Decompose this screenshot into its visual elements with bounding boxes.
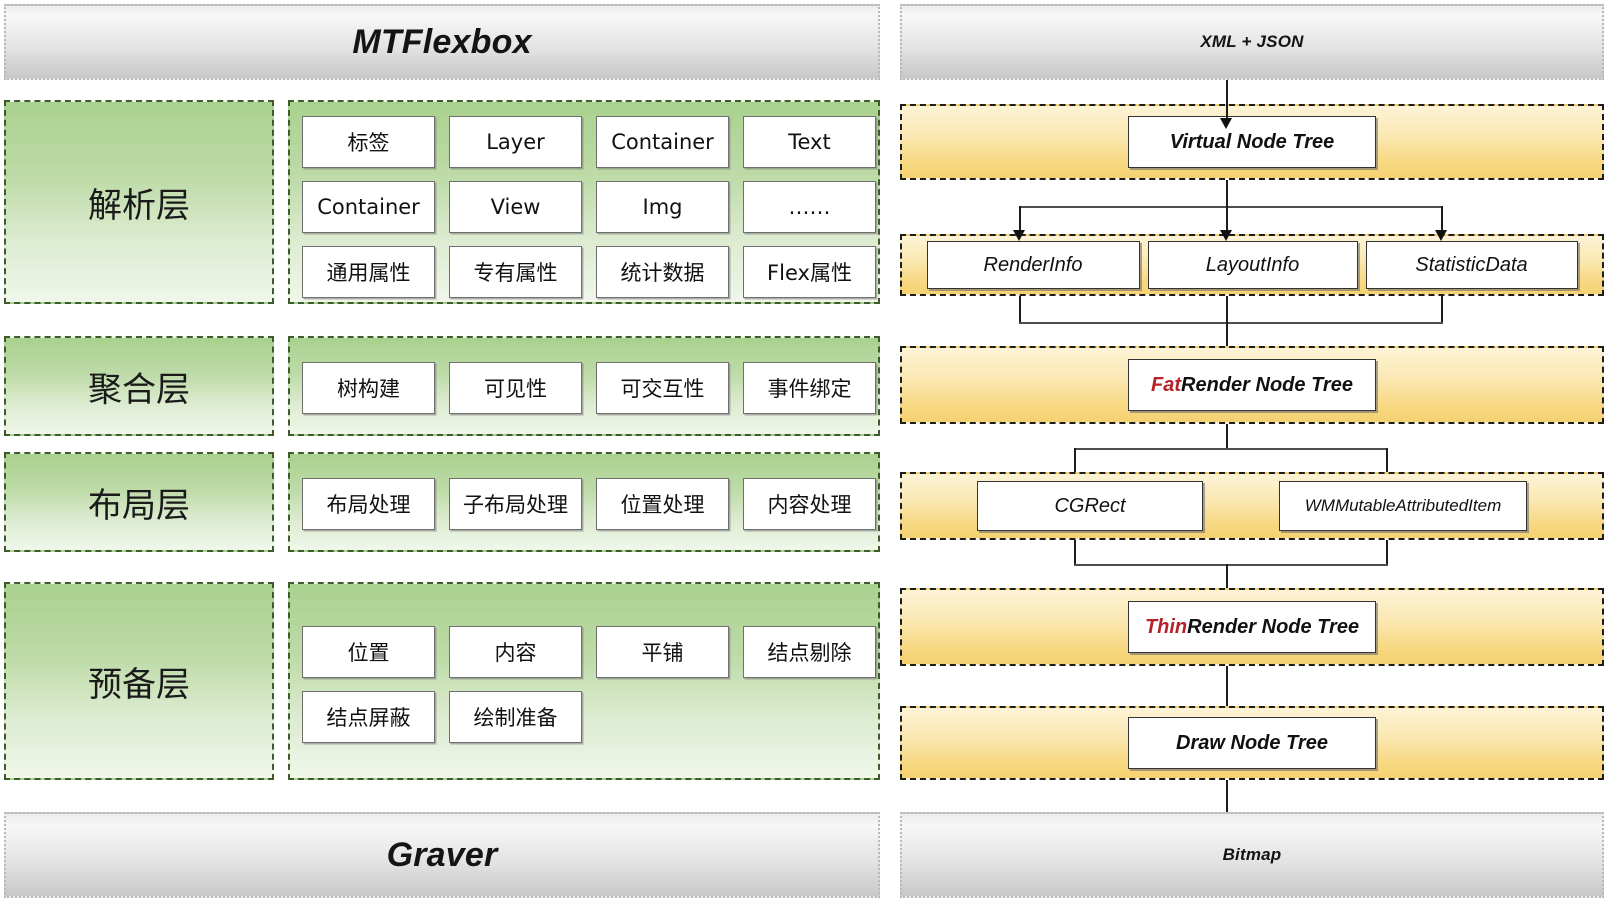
node-box-fat-render-node-tree[interactable]: Fat Render Node Tree <box>1128 359 1376 411</box>
stage-band-info-triple: RenderInfo LayoutInfo StatisticData <box>900 234 1604 296</box>
stage-band-virtual-node-tree: Virtual Node Tree <box>900 104 1604 180</box>
grid-cell[interactable]: Container <box>302 181 435 233</box>
grid-cell[interactable]: Flex属性 <box>743 246 876 298</box>
left-footer-title: Graver <box>386 835 498 874</box>
layer-label-layout: 布局层 <box>4 452 274 552</box>
node-box-label: Render Node Tree <box>1187 615 1360 638</box>
grid-cell[interactable]: 结点屏蔽 <box>302 691 435 743</box>
node-box-accent: Fat <box>1151 373 1182 396</box>
grid-cell[interactable]: 位置处理 <box>596 478 729 530</box>
grid-cell[interactable]: 树构建 <box>302 362 435 414</box>
stage-band-fat-render-node-tree: Fat Render Node Tree <box>900 346 1604 424</box>
layer-label-prepare: 预备层 <box>4 582 274 780</box>
node-box-label: Render Node Tree <box>1181 373 1353 396</box>
grid-cell[interactable]: 内容 <box>449 626 582 678</box>
grid-cell-placeholder <box>596 691 729 743</box>
node-box-label: LayoutInfo <box>1205 253 1300 276</box>
grid-cell-placeholder <box>743 691 876 743</box>
node-box-label: RenderInfo <box>983 253 1083 276</box>
layer-name-prepare: 预备层 <box>88 664 190 705</box>
right-footer-band: Bitmap <box>900 812 1604 898</box>
cell-row: 树构建 可见性 可交互性 事件绑定 <box>302 362 876 414</box>
grid-cell[interactable]: 可交互性 <box>596 362 729 414</box>
cell-row: 结点屏蔽 绘制准备 <box>302 691 866 743</box>
cell-row: Container View Img …… <box>302 181 876 233</box>
grid-cell[interactable]: Img <box>596 181 729 233</box>
node-box-virtual-node-tree[interactable]: Virtual Node Tree <box>1128 116 1376 168</box>
layer-grid-aggregate: 树构建 可见性 可交互性 事件绑定 <box>288 336 880 436</box>
left-header-band: MTFlexbox <box>4 4 880 80</box>
node-box-label: Draw Node Tree <box>1176 731 1328 754</box>
grid-cell[interactable]: …… <box>743 181 876 233</box>
right-footer-title: Bitmap <box>1222 845 1282 864</box>
grid-cell[interactable]: 子布局处理 <box>449 478 582 530</box>
node-box-accent: Thin <box>1144 615 1188 638</box>
layer-grid-parse: 标签 Layer Container Text Container View I… <box>288 100 880 304</box>
layer-grid-layout: 布局处理 子布局处理 位置处理 内容处理 <box>288 452 880 552</box>
cell-row: 位置 内容 平铺 结点剔除 <box>302 626 876 678</box>
layer-label-parse: 解析层 <box>4 100 274 304</box>
right-header-title: XML + JSON <box>1200 32 1304 51</box>
cell-row: 通用属性 专有属性 统计数据 Flex属性 <box>302 246 876 298</box>
grid-cell[interactable]: 平铺 <box>596 626 729 678</box>
layer-name-layout: 布局层 <box>88 485 190 526</box>
node-box-renderinfo[interactable]: RenderInfo <box>926 241 1140 289</box>
grid-cell[interactable]: 绘制准备 <box>449 691 582 743</box>
node-box-label: Virtual Node Tree <box>1169 130 1335 153</box>
node-box-draw-node-tree[interactable]: Draw Node Tree <box>1128 717 1376 769</box>
node-box-wmmutableattributeditem[interactable]: WMMutableAttributedItem <box>1279 481 1527 531</box>
node-box-statisticdata[interactable]: StatisticData <box>1365 241 1578 289</box>
cell-row: 标签 Layer Container Text <box>302 116 876 168</box>
left-footer-band: Graver <box>4 812 880 898</box>
grid-cell[interactable]: 内容处理 <box>743 478 876 530</box>
node-box-layoutinfo[interactable]: LayoutInfo <box>1147 241 1358 289</box>
stage-band-draw-node-tree: Draw Node Tree <box>900 706 1604 780</box>
cell-row: 布局处理 子布局处理 位置处理 内容处理 <box>302 478 876 530</box>
node-box-label: WMMutableAttributedItem <box>1304 496 1502 515</box>
layer-name-aggregate: 聚合层 <box>88 369 190 410</box>
grid-cell[interactable]: Text <box>743 116 876 168</box>
grid-cell[interactable]: 位置 <box>302 626 435 678</box>
layer-grid-prepare: 位置 内容 平铺 结点剔除 结点屏蔽 绘制准备 <box>288 582 880 780</box>
grid-cell[interactable]: 可见性 <box>449 362 582 414</box>
node-box-thin-render-node-tree[interactable]: Thin Render Node Tree <box>1128 601 1376 653</box>
right-header-band: XML + JSON <box>900 4 1604 80</box>
grid-cell[interactable]: 统计数据 <box>596 246 729 298</box>
grid-cell[interactable]: 通用属性 <box>302 246 435 298</box>
grid-cell[interactable]: 事件绑定 <box>743 362 876 414</box>
left-header-title: MTFlexbox <box>352 22 532 61</box>
grid-cell[interactable]: 专有属性 <box>449 246 582 298</box>
node-box-label: StatisticData <box>1415 253 1528 276</box>
grid-cell[interactable]: 布局处理 <box>302 478 435 530</box>
grid-cell[interactable]: 标签 <box>302 116 435 168</box>
grid-cell[interactable]: View <box>449 181 582 233</box>
grid-cell[interactable]: Container <box>596 116 729 168</box>
layer-label-aggregate: 聚合层 <box>4 336 274 436</box>
node-box-cgrect[interactable]: CGRect <box>977 481 1203 531</box>
node-box-label: CGRect <box>1054 494 1126 517</box>
stage-band-geometry-pair: CGRect WMMutableAttributedItem <box>900 472 1604 540</box>
stage-band-thin-render-node-tree: Thin Render Node Tree <box>900 588 1604 666</box>
layer-name-parse: 解析层 <box>88 185 190 226</box>
grid-cell[interactable]: 结点剔除 <box>743 626 876 678</box>
grid-cell[interactable]: Layer <box>449 116 582 168</box>
